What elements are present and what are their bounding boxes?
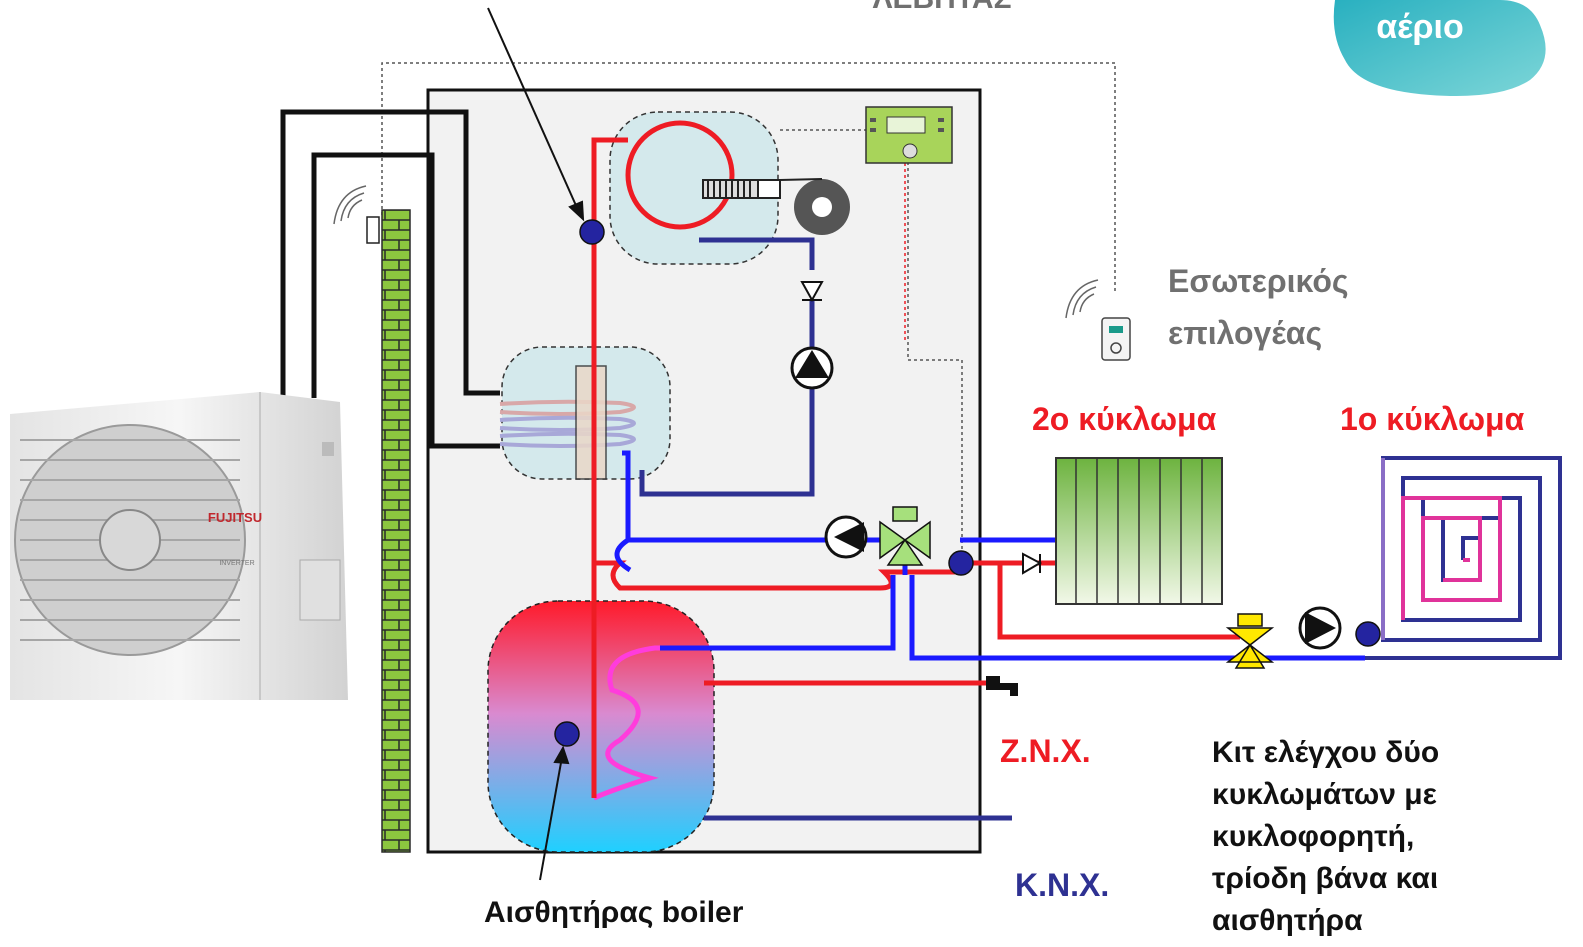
sensor-icon <box>1356 622 1380 646</box>
room-thermostat-icon <box>1102 318 1130 360</box>
cold-water-label: Κ.Ν.Χ. <box>1015 867 1109 903</box>
brand-logo: FUJITSU <box>208 510 262 525</box>
sensor-icon <box>580 220 604 244</box>
controller-icon <box>866 107 952 163</box>
kit-description-line-2: κυκλωμάτων με <box>1212 778 1437 811</box>
kit-description-line-3: κυκλοφορητή, <box>1212 820 1414 853</box>
outdoor-sensor <box>367 217 379 243</box>
heat-exchanger <box>500 347 670 479</box>
three-way-valve-icon <box>1228 614 1272 668</box>
kit-description-line-1: Κιτ ελέγχου δύο <box>1212 736 1439 769</box>
circuit-2-label: 2ο κύκλωμα <box>1032 401 1217 437</box>
pump-icon <box>1300 608 1340 648</box>
model-label: INVERTER <box>219 560 254 567</box>
dhw-label: Ζ.Ν.Χ. <box>1000 733 1091 769</box>
indoor-selector-line-2: επιλογέας <box>1168 315 1322 351</box>
boiler-sensor-label: Αισθητήρας boiler <box>484 896 744 929</box>
pump-icon <box>826 517 866 557</box>
tap-icon <box>986 676 1018 696</box>
underfloor-heating-icon <box>1365 458 1560 658</box>
sensor-icon <box>555 722 579 746</box>
gas-badge: αέριο <box>1334 0 1546 96</box>
boiler-title: ΛΕΒΗΤΑΣ <box>872 0 1011 15</box>
kit-description-line-4: τρίοδη βάνα και <box>1212 862 1438 895</box>
pump-icon <box>792 348 832 388</box>
indoor-selector-line-1: Εσωτερικός <box>1168 263 1349 299</box>
sensor-icon <box>949 551 973 575</box>
hot-water-tank <box>488 601 714 852</box>
radiator-icon <box>1056 458 1222 604</box>
circuit-1-label: 1ο κύκλωμα <box>1340 401 1525 437</box>
gas-badge-label: αέριο <box>1376 8 1464 46</box>
external-wall <box>382 210 410 852</box>
heat-pump-outdoor-unit-icon: FUJITSU INVERTER <box>10 392 348 700</box>
kit-description-line-5: αισθητήρα <box>1212 904 1363 937</box>
